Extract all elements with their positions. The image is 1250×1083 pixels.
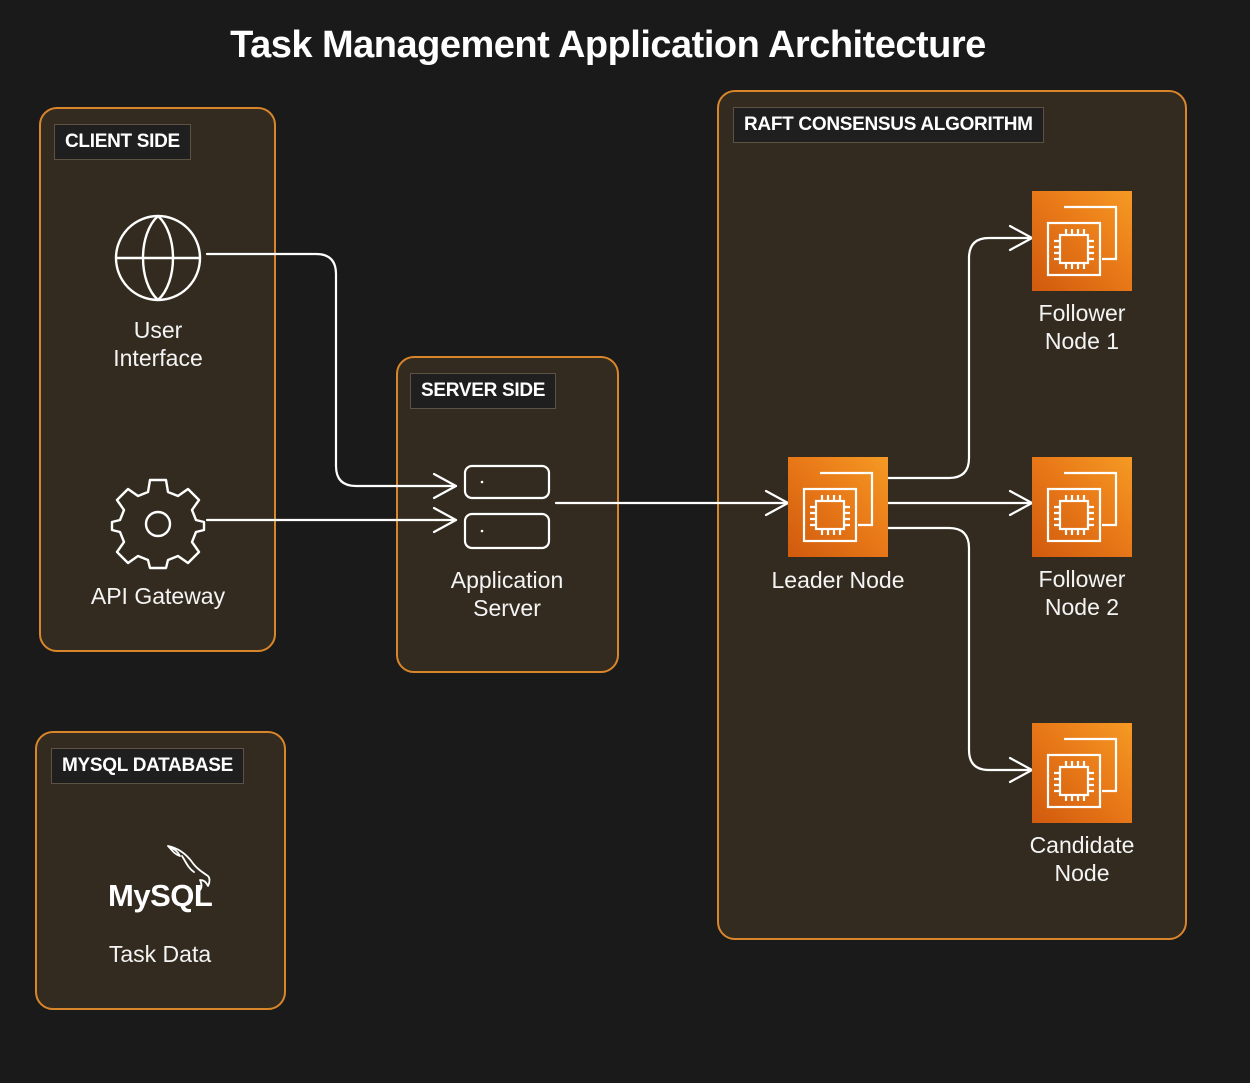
application-server-label: Application Server bbox=[450, 567, 564, 621]
client-side-label: CLIENT SIDE bbox=[54, 124, 191, 160]
client-side-group bbox=[39, 107, 276, 652]
follower-node-2-label: Follower Node 2 bbox=[1038, 566, 1126, 620]
candidate-node-label: Candidate Node bbox=[1029, 832, 1135, 886]
mysql-logo-text: MySQL bbox=[108, 878, 213, 913]
mysql-database-label: MYSQL DATABASE bbox=[51, 748, 245, 784]
follower-node-1 bbox=[1032, 191, 1132, 291]
task-data-label: Task Data bbox=[108, 941, 212, 967]
server-icon bbox=[463, 464, 551, 550]
globe-icon bbox=[114, 214, 202, 302]
candidate-node bbox=[1032, 723, 1132, 823]
edge-ui-to-server bbox=[205, 252, 458, 488]
mysql-dolphin-logo bbox=[167, 845, 211, 891]
chip-icon bbox=[802, 471, 874, 543]
gear-icon bbox=[110, 478, 206, 570]
follower-node-1-label: Follower Node 1 bbox=[1038, 300, 1126, 354]
leader-node bbox=[788, 457, 888, 557]
chip-icon bbox=[1046, 737, 1118, 809]
edge-leader-to-follower1 bbox=[886, 236, 1033, 480]
edge-leader-to-candidate bbox=[886, 526, 1033, 772]
arrowhead-gateway-to-server bbox=[432, 506, 458, 534]
arrowhead-ui-to-server bbox=[432, 472, 458, 500]
user-interface-label: User Interface bbox=[113, 317, 203, 371]
chip-icon bbox=[1046, 205, 1118, 277]
leader-node-label: Leader Node bbox=[771, 567, 905, 593]
diagram-title: Task Management Application Architecture bbox=[230, 24, 986, 66]
server-side-label: SERVER SIDE bbox=[410, 373, 557, 409]
chip-icon bbox=[1046, 471, 1118, 543]
api-gateway-label: API Gateway bbox=[90, 583, 226, 609]
raft-consensus-label: RAFT CONSENSUS ALGORITHM bbox=[733, 107, 1044, 143]
follower-node-2 bbox=[1032, 457, 1132, 557]
